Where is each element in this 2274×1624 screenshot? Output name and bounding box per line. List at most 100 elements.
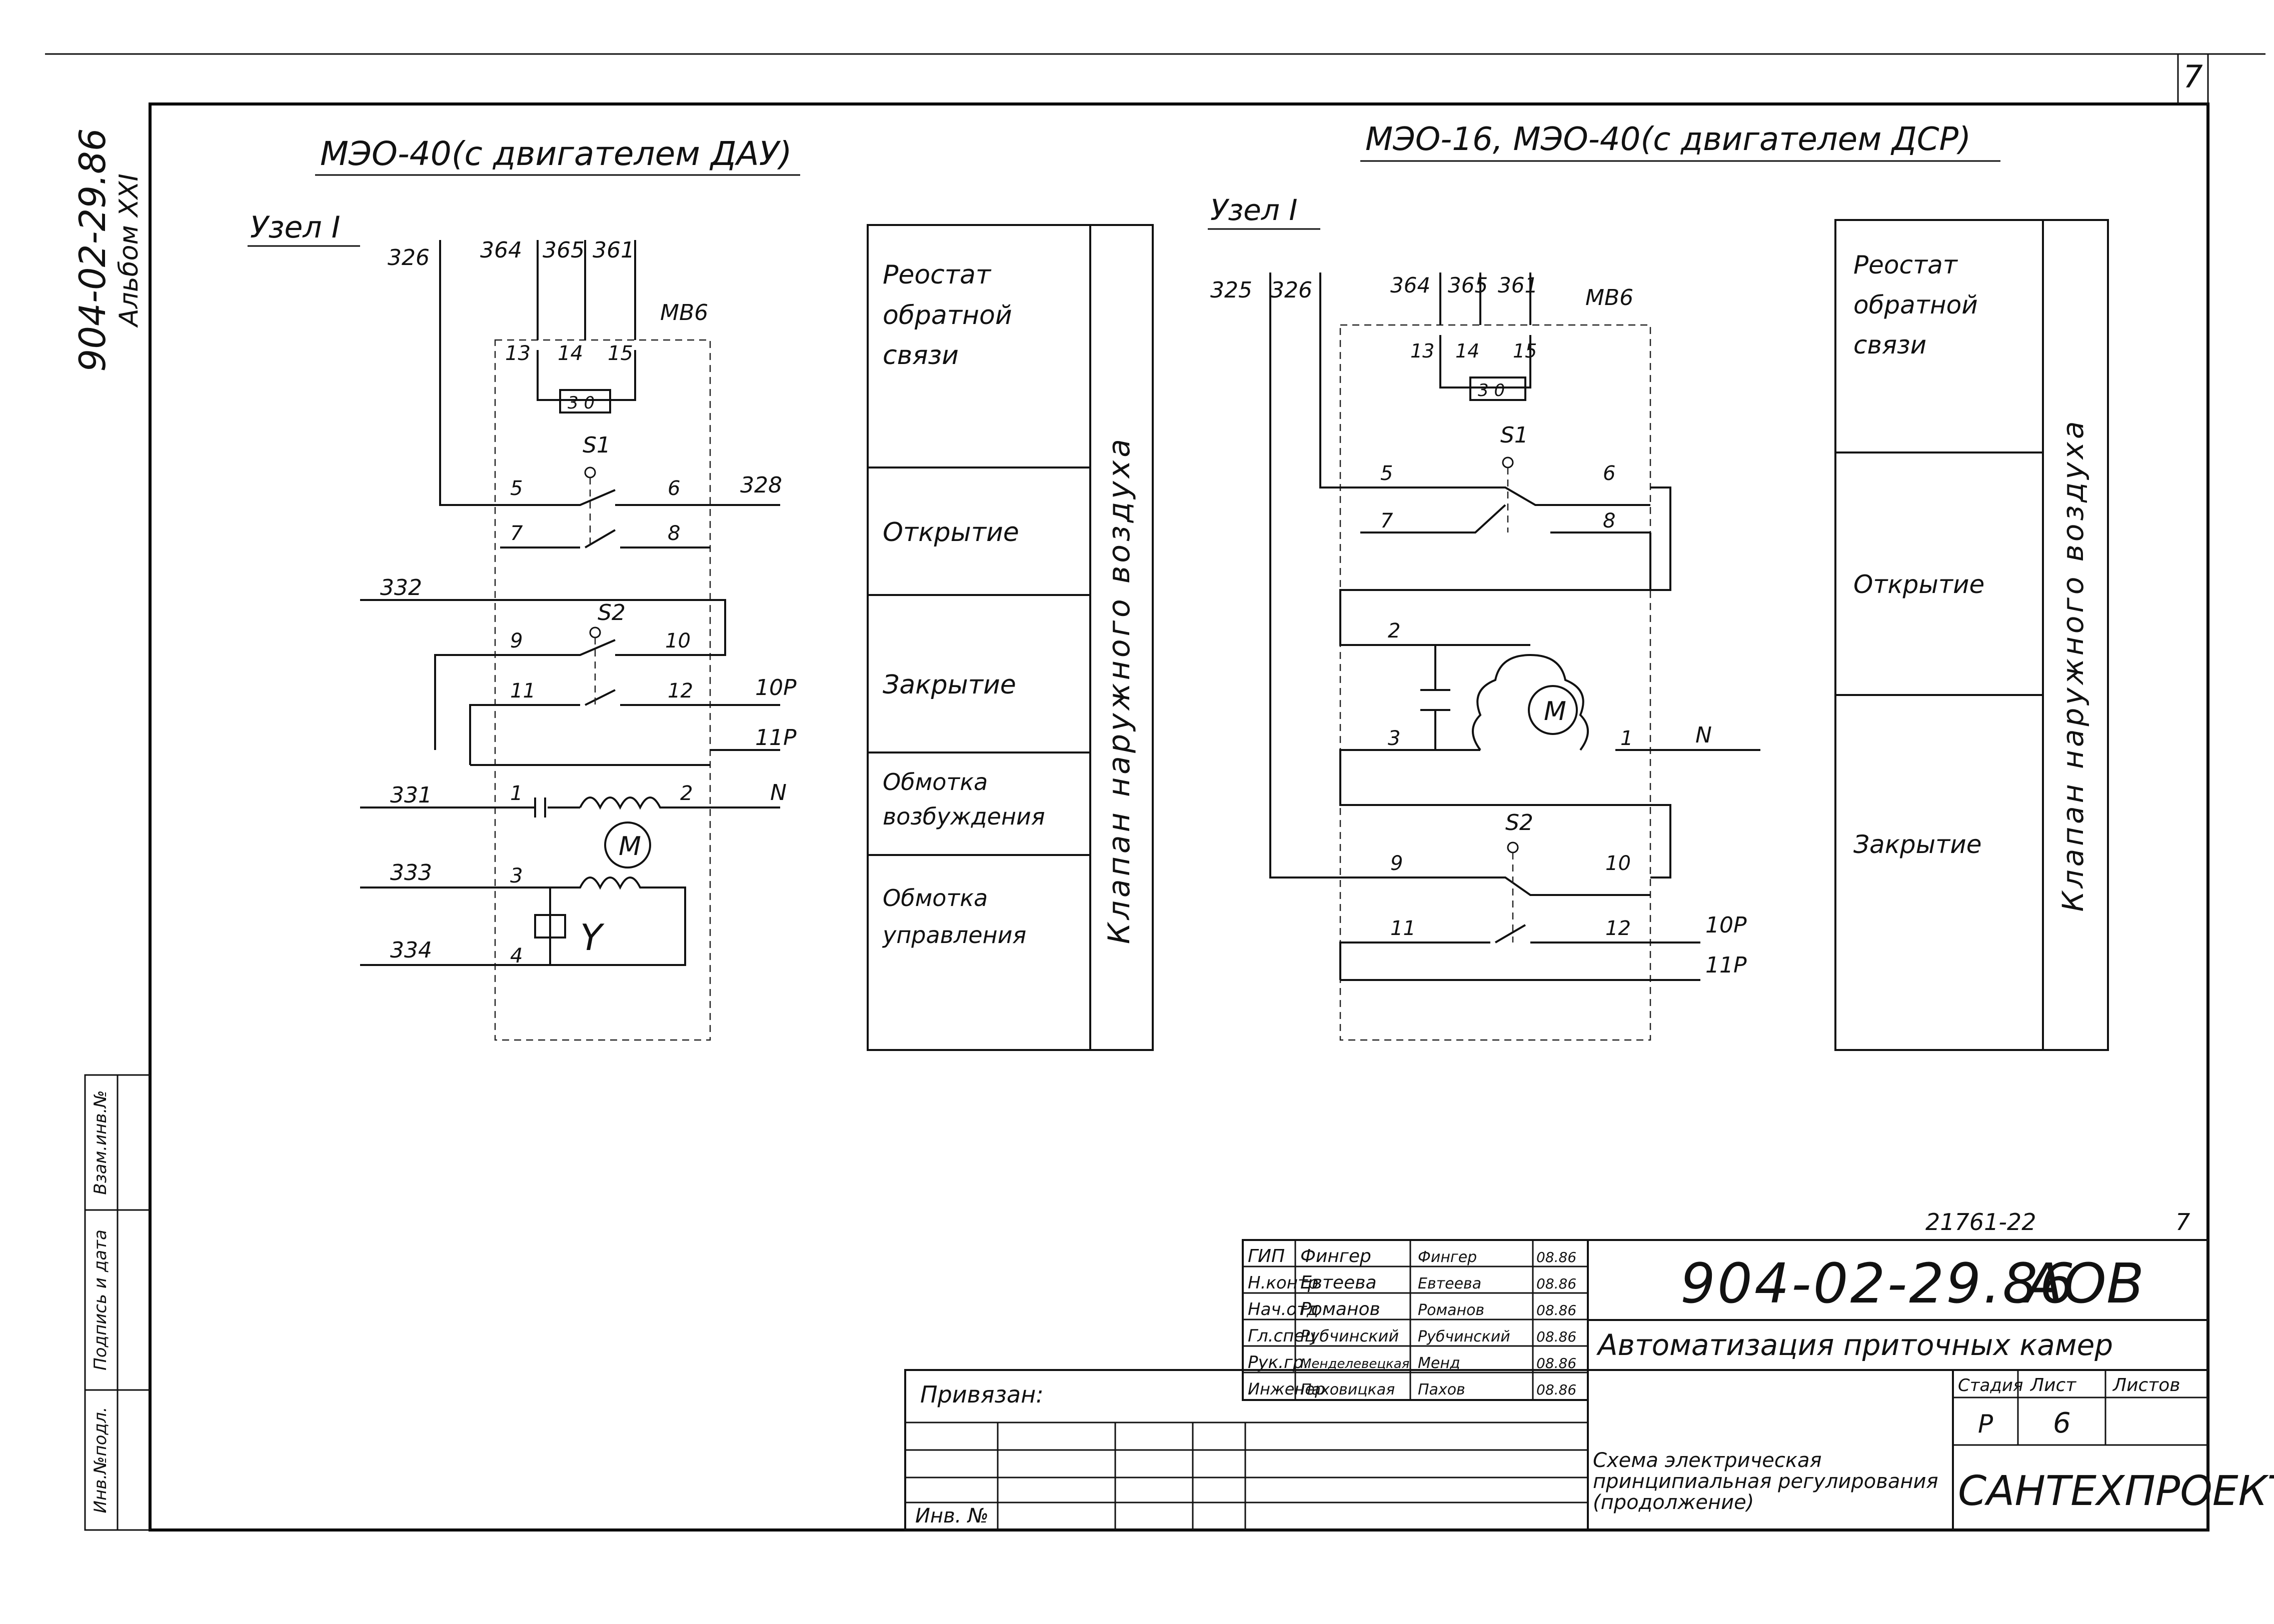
left-legend-row-excitation: Обмотка возбуждения [883,768,1045,830]
left-wire-364: 364 [480,238,522,263]
doc-page: 7 [2175,1208,2190,1236]
right-scheme: МЭО-16, МЭО-40(с двигателем ДСР) Узел I … [1208,121,2000,1041]
right-wire-326: 326 [1270,278,1312,303]
left-scheme: МЭО-40(с двигателем ДАУ) Узел I 326 364 … [248,134,800,1041]
title-description: Схема электрическая принципиальная регул… [1593,1450,1938,1514]
right-pin-2: 2 [1388,620,1400,642]
staff-sign-1: Евтеева [1418,1275,1481,1292]
staff-name-3: Рубчинский [1300,1326,1399,1346]
staff-date-1: 08.86 [1536,1276,1576,1292]
staff-sign-2: Романов [1418,1302,1484,1319]
left-pin-3: 3 [510,864,523,888]
left-wire-n: N [770,780,787,806]
left-pin-14: 14 [558,342,583,365]
right-wire-n: N [1695,722,1712,748]
right-node-label: Узел I [1210,193,1297,227]
right-device-box [1339,324,1651,1041]
right-pin-10: 10 [1605,852,1631,875]
left-pin-1: 1 [510,782,523,805]
left-pin-12: 12 [668,680,693,702]
left-wire-11p: 11Р [755,725,797,750]
staff-sign-5: Пахов [1418,1381,1465,1398]
left-wire-331: 331 [390,782,432,808]
sheet-header: Лист [2029,1375,2076,1396]
left-pin-6: 6 [668,477,680,500]
staff-role-3: Гл.спец [1248,1326,1316,1346]
left-node-label: Узел I [250,210,341,245]
stamp-replace-inv: Взам.инв.№ [91,1090,111,1194]
left-wire-326: 326 [388,245,430,270]
right-wire-10p: 10Р [1705,912,1747,938]
left-wire-361: 361 [593,238,635,263]
staff-date-0: 08.86 [1536,1249,1576,1266]
staff-date-4: 08.86 [1536,1355,1576,1372]
attached-label: Привязан: [920,1381,1044,1408]
left-pin-15: 15 [608,342,633,365]
left-pin-2: 2 [680,782,693,805]
left-legend-row-open: Открытие [883,518,1019,548]
left-pin-11: 11 [510,680,536,702]
right-pin-6: 6 [1603,462,1615,485]
page-number-box [2177,53,2209,105]
right-legend-row-feedback: Реостат обратной связи [1853,250,1978,360]
left-motor-label: M [619,832,641,862]
staff-date-2: 08.86 [1536,1302,1576,1318]
right-pin-3: 3 [1388,727,1400,750]
left-brake-label: Y [580,916,605,958]
left-pin-13: 13 [505,342,531,365]
right-pin-12: 12 [1605,917,1631,940]
left-wire-333: 333 [390,860,432,886]
left-switch-s2: S2 [598,600,626,626]
left-wire-365: 365 [543,238,585,263]
left-legend-row-close: Закрытие [883,670,1016,700]
right-pin-13: 13 [1410,340,1434,362]
staff-date-5: 08.86 [1536,1382,1576,1398]
title-org: САНТЕХПРОЕКТ [1958,1468,2274,1515]
left-wire-10p: 10Р [755,675,797,700]
right-switch-s1: S1 [1500,422,1528,448]
right-legend-row-open: Открытие [1853,570,1985,599]
side-code: 904-02-29.86 [72,128,114,372]
staff-role-1: Н.контр [1248,1273,1318,1293]
left-device-box [494,339,711,1041]
title-project: Автоматизация приточных камер [1596,1328,2113,1362]
right-wire-11p: 11Р [1705,952,1747,978]
sheet-value: 6 [2053,1407,2071,1440]
stamp-sign-date: Подпись и дата [91,1230,111,1370]
left-block-mv6: МВ6 [660,300,708,326]
right-pin-15: 15 [1513,340,1537,362]
stamp-inv-original: Инв.№подл. [91,1407,111,1514]
page-number: 7 [2183,58,2202,95]
right-motor-label: M [1544,696,1566,726]
staff-role-5: Инженер [1248,1380,1325,1398]
left-legend-row-feedback: Реостат обратной связи [883,260,1012,371]
sheets-header: Листов [2112,1375,2180,1396]
staff-role-2: Нач.отд [1248,1300,1318,1320]
right-switch-s2: S2 [1505,810,1533,836]
right-wire-325: 325 [1210,278,1252,303]
staff-name-5: Паховицкая [1300,1381,1395,1398]
left-legend: Реостат обратной связи Открытие Закрытие… [867,224,1154,1051]
right-pin-14: 14 [1455,340,1479,362]
title-code: 904-02-29.86 [1680,1252,2076,1316]
right-pin-9: 9 [1390,852,1403,875]
left-pin-4: 4 [510,944,523,968]
title-mark: АОВ [2022,1252,2144,1316]
doc-number: 21761-22 [1925,1208,2036,1236]
right-pin-7: 7 [1380,510,1393,532]
inv-label: Инв. № [915,1504,989,1528]
left-pin-9: 9 [510,630,523,652]
left-pin-7: 7 [510,522,523,545]
left-resistor-label: 3 0 [568,393,595,413]
staff-sign-3: Рубчинский [1418,1328,1510,1346]
left-switch-s1: S1 [583,432,611,458]
staff-name-2: Романов [1300,1299,1380,1320]
staff-sign-0: Фингер [1418,1248,1477,1266]
side-album: Альбом XXI [114,174,144,328]
right-resistor-label: 3 0 [1478,380,1505,400]
left-pin-8: 8 [668,522,680,545]
left-pin-10: 10 [665,630,691,652]
staff-role-0: ГИП [1248,1246,1285,1266]
left-scheme-title: МЭО-40(с двигателем ДАУ) [320,134,792,173]
